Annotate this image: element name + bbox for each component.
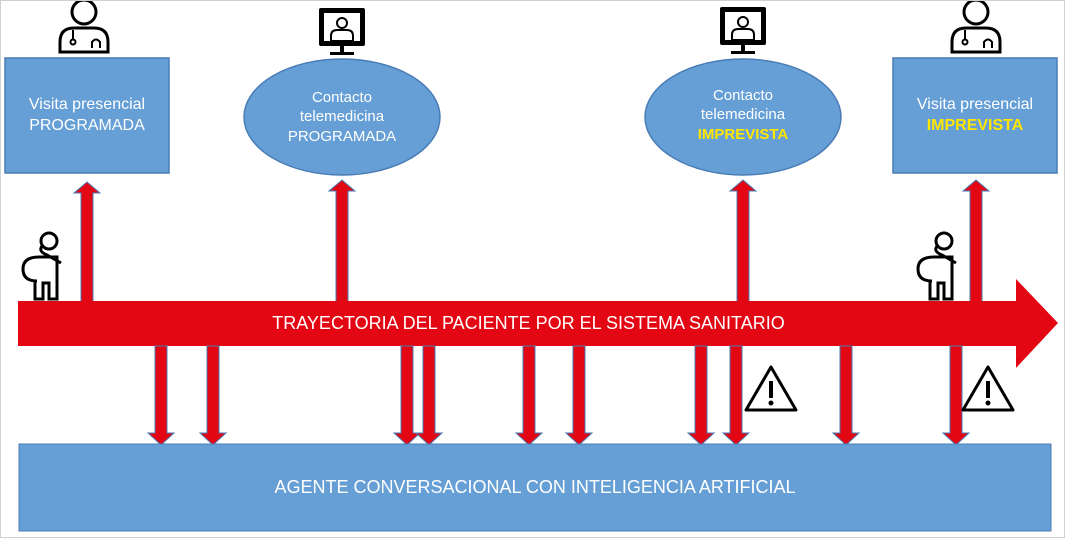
tele-scheduled-line3: PROGRAMADA [287,127,397,145]
visit-unscheduled-label: Visita presencial IMPREVISTA [893,58,1057,173]
up-arrow [327,179,357,303]
down-arrow [941,345,971,446]
down-arrow [514,345,544,446]
trajectory-label: TRAYECTORIA DEL PACIENTE POR EL SISTEMA … [272,313,785,334]
visit-unscheduled-box [892,57,1058,174]
up-arrow [728,179,758,303]
patient-icon [916,231,958,301]
telemedicine-monitor-icon [719,6,767,55]
ai-agent-label: AGENTE CONVERSACIONAL CON INTELIGENCIA A… [274,476,796,497]
visit-unscheduled-line2: IMPREVISTA [926,116,1024,134]
trajectory-arrow [18,279,1058,368]
telemedicine-monitor-icon [318,7,366,56]
down-arrow [686,345,716,446]
visit-scheduled-box [4,57,170,174]
tele-scheduled-label: Contacto telemedicina PROGRAMADA [244,59,440,175]
up-arrow [72,181,102,303]
down-arrow [831,345,861,446]
tele-scheduled-line2: telemedicina [299,108,385,126]
down-arrow [392,345,422,446]
visit-scheduled-label: Visita presencial PROGRAMADA [5,58,169,173]
tele-unscheduled-line3: IMPREVISTA [697,125,789,143]
ai-agent-box [18,443,1052,532]
down-arrow [198,345,228,446]
up-arrow [961,179,991,303]
doctor-icon [58,1,110,54]
tele-unscheduled-label: Contacto telemedicina IMPREVISTA [645,57,841,173]
down-arrow [721,345,751,446]
warning-icon [961,365,1015,412]
tele-unscheduled-line2: telemedicina [700,106,786,124]
visit-unscheduled-line1: Visita presencial [916,95,1034,113]
tele-scheduled-ellipse [243,58,441,176]
down-arrow [146,345,176,446]
tele-unscheduled-ellipse [644,58,842,176]
doctor-icon [950,1,1002,54]
visit-scheduled-line2: PROGRAMADA [29,116,145,134]
tele-scheduled-line1: Contacto [311,88,373,106]
patient-icon [21,231,63,301]
tele-unscheduled-line1: Contacto [712,86,774,104]
visit-scheduled-line1: Visita presencial [28,95,146,113]
down-arrow [414,345,444,446]
warning-icon [744,365,798,412]
down-arrow [564,345,594,446]
